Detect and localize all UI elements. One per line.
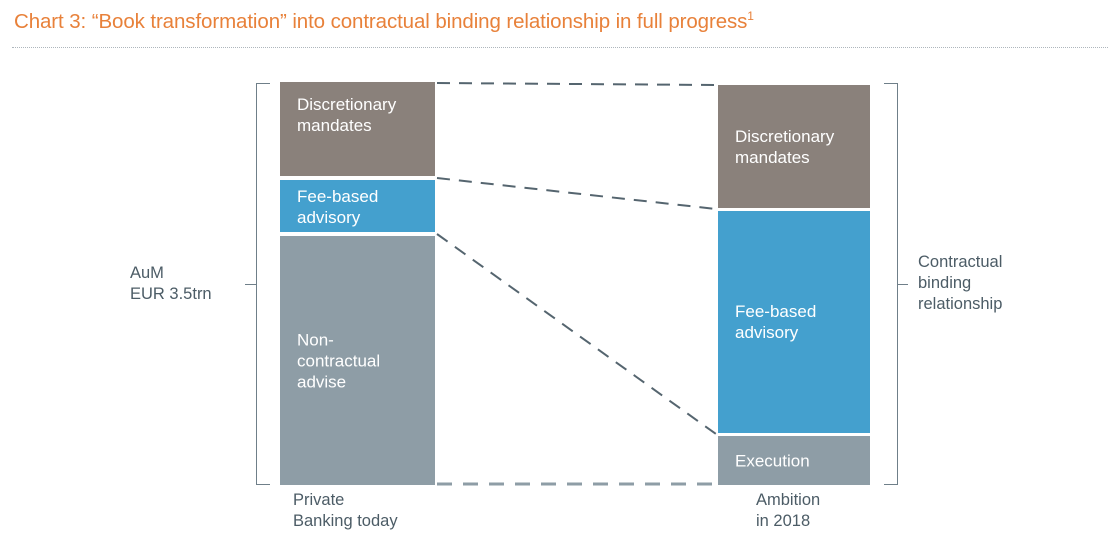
bar-segment-discretionary-mandates-2018[interactable]: Discretionary mandates (718, 85, 870, 208)
bar-segment-label: Fee-based advisory (735, 302, 817, 342)
aum-bracket-tick (245, 284, 256, 285)
bar-segment-fee-based-advisory-2018[interactable]: Fee-based advisory (718, 211, 870, 433)
page-title-text: Chart 3: “Book transformation” into cont… (14, 10, 748, 33)
bar-segment-execution-2018[interactable]: Execution (718, 436, 870, 485)
aum-label: AuM EUR 3.5trn (130, 264, 212, 303)
contractual-binding-label: Contractual binding relationship (918, 253, 1003, 313)
bar-segment-discretionary-mandates-today[interactable]: Discretionary mandates (280, 82, 435, 176)
bar-segment-label: Non- contractual advise (297, 330, 381, 391)
connector-line-top (436, 82, 717, 86)
bar-segment-non-contractual-advise-today[interactable]: Non- contractual advise (280, 236, 435, 485)
connector-line-discretionary-to-feebased (436, 177, 717, 210)
contractual-binding-bracket (884, 83, 898, 485)
bar-segment-label: Execution (735, 451, 810, 470)
bar-segment-label: Discretionary mandates (735, 126, 835, 167)
bar-segment-fee-based-advisory-today[interactable]: Fee-based advisory (280, 180, 435, 232)
connector-line-feebased-to-execution (436, 233, 717, 435)
contractual-binding-bracket-tick (897, 284, 908, 285)
bar-segment-label: Discretionary mandates (297, 95, 397, 135)
bar-caption-2018: Ambition in 2018 (756, 491, 821, 530)
aum-bracket (256, 83, 270, 485)
title-divider (12, 47, 1108, 48)
title-footnote-marker: 1 (747, 9, 754, 24)
bar-caption-today: Private Banking today (293, 491, 398, 530)
page-title: Chart 3: “Book transformation” into cont… (14, 9, 1104, 35)
bar-segment-label: Fee-based advisory (297, 187, 379, 227)
